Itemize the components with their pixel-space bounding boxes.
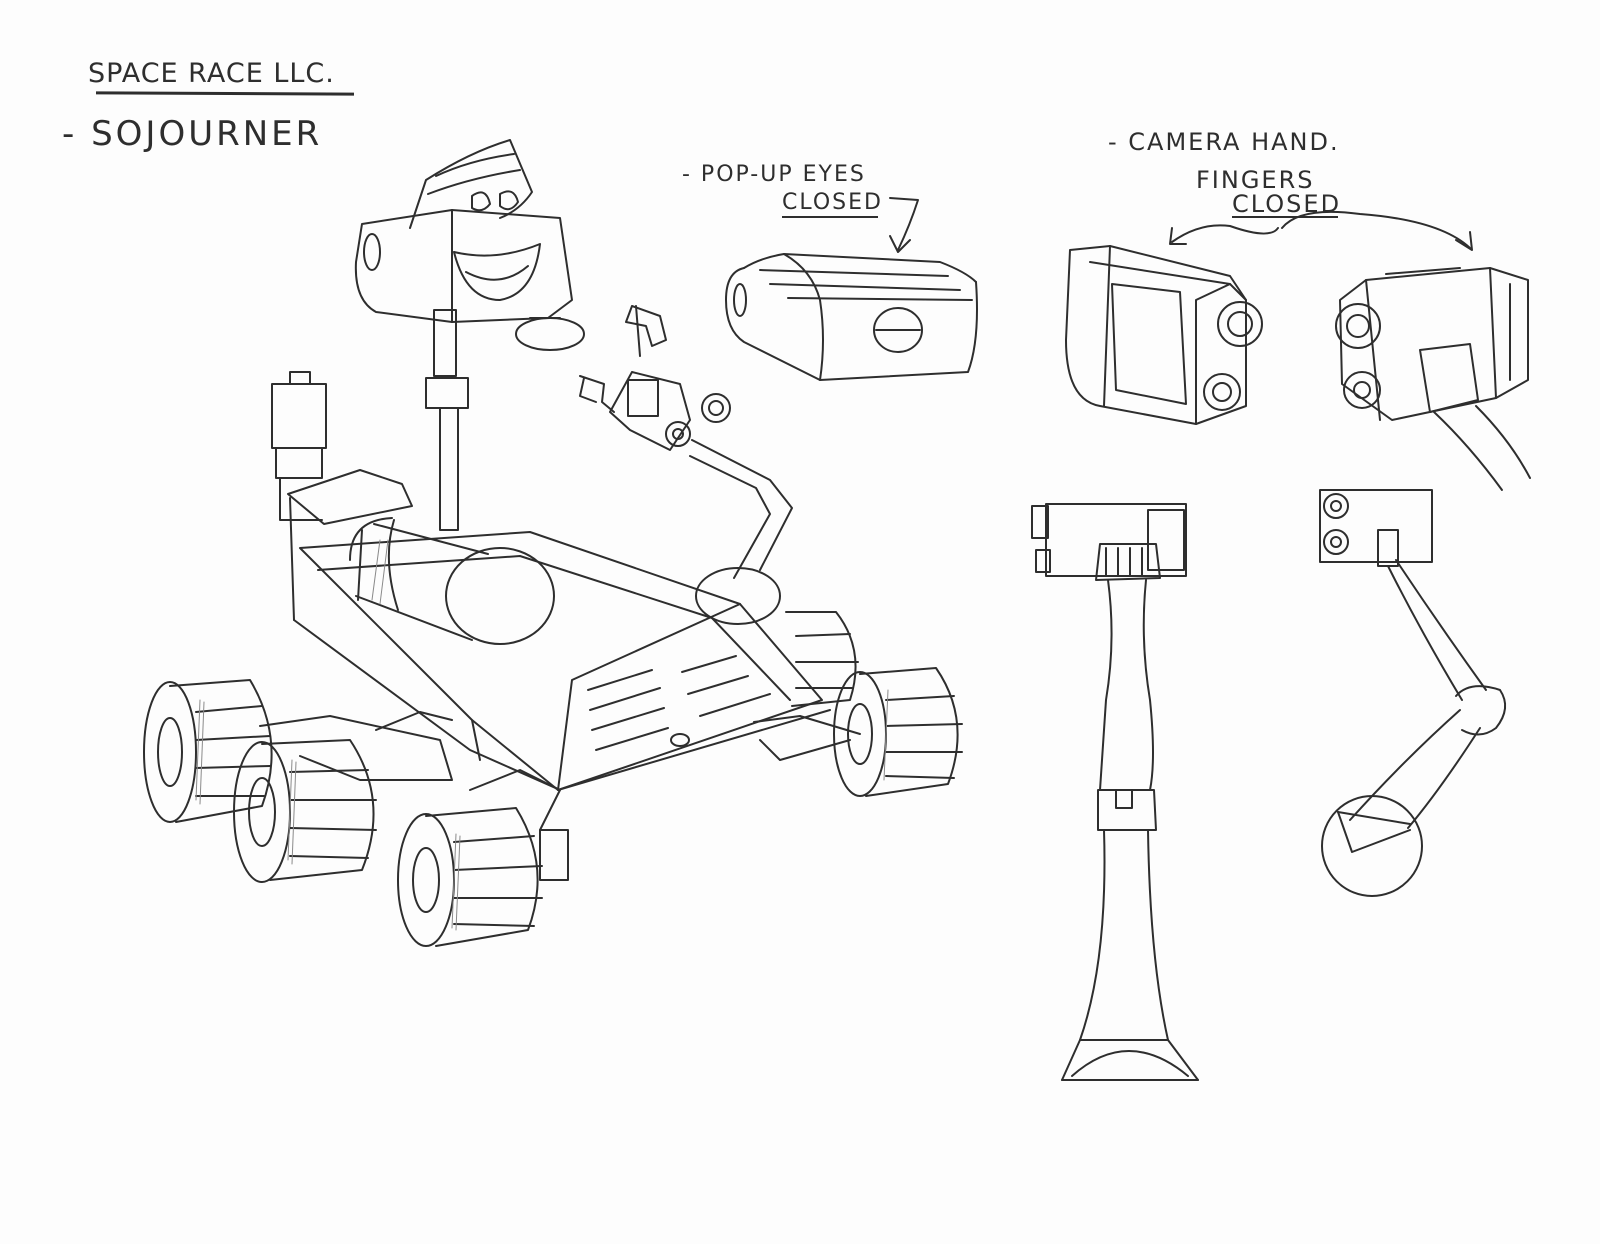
note-hand-line3: CLOSED: [1232, 190, 1342, 218]
note-hand-underline: [1232, 216, 1338, 218]
wheel-front-right: [834, 668, 962, 796]
rover-cylinder: [350, 518, 554, 644]
camera-hand-front: [1066, 246, 1262, 424]
note-hand-line2: FINGERS: [1196, 166, 1315, 194]
body-vents: [588, 656, 770, 750]
rover-mast: [426, 310, 468, 530]
note-hand-line1: - CAMERA HAND.: [1108, 128, 1340, 156]
rover-main: [144, 140, 962, 946]
note-eyes-line2: CLOSED: [782, 190, 883, 215]
rover-arm: [580, 306, 792, 624]
eyes-arrow: [890, 198, 918, 252]
note-eyes-line1: - POP-UP EYES: [682, 162, 866, 187]
rover-wheels: [144, 612, 962, 946]
sketch-shading: [196, 540, 888, 930]
camera-hand-side: [1336, 268, 1530, 490]
note-eyes-underline: [782, 216, 878, 218]
arm-bent: [1320, 490, 1505, 896]
arm-straight: [1032, 504, 1198, 1080]
rover-post: [272, 372, 326, 520]
eyes-closed-detail: [726, 254, 977, 380]
wheel-rear-right: [786, 612, 858, 706]
rover-body: [288, 470, 830, 790]
company-label: SPACE RACE LLC.: [88, 58, 335, 89]
wheel-rear-left: [144, 680, 272, 822]
hand-arrows: [1170, 212, 1472, 250]
wheel-front-left: [398, 808, 568, 946]
rover-head: [356, 140, 584, 350]
wheel-mid-left: [234, 740, 376, 882]
character-name: - SOJOURNER: [62, 114, 323, 154]
